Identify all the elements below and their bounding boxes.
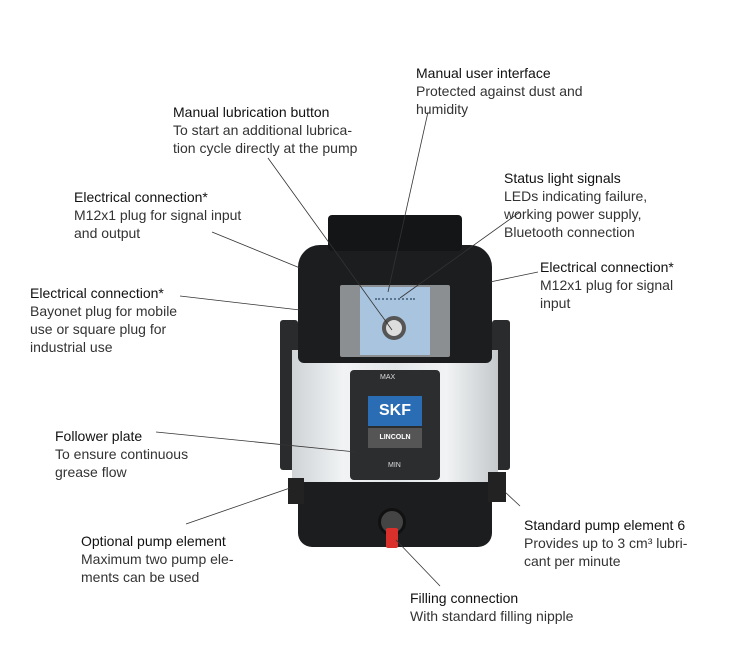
- callout-text: grease flow: [55, 464, 127, 480]
- callout-text: input: [540, 295, 571, 311]
- callout-title: Standard pump element 6: [524, 517, 686, 533]
- callout-text: To ensure continuous: [55, 446, 189, 462]
- leader-elec-top-left: [211, 231, 301, 269]
- callout-text: working power supply,: [504, 206, 642, 222]
- callout-elec-right: Electrical connection* M12x1 plug for si…: [540, 258, 674, 312]
- callout-optional-pump: Optional pump element Maximum two pump e…: [81, 532, 234, 586]
- callout-standard-pump: Standard pump element 6 Provides up to 3…: [524, 516, 687, 570]
- min-mark: MIN: [388, 462, 401, 469]
- callout-text: To start an additional lubrica-: [173, 122, 352, 138]
- callout-text: humidity: [416, 101, 469, 117]
- callout-elec-left: Electrical connection* Bayonet plug for …: [30, 284, 177, 356]
- callout-title: Electrical connection*: [540, 259, 674, 275]
- leader-optional-pump: [185, 487, 291, 525]
- callout-follower-plate: Follower plate To ensure continuous grea…: [55, 427, 188, 481]
- max-mark: MAX: [380, 374, 396, 381]
- lincoln-logo: LINCOLN: [368, 428, 422, 448]
- callout-lube-button: Manual lubrication button To start an ad…: [173, 103, 357, 157]
- skf-logo: SKF: [368, 396, 422, 426]
- callout-title: Filling connection: [410, 590, 519, 606]
- callout-title: Electrical connection*: [74, 189, 208, 205]
- pump-illustration: MAX SKF LINCOLN MIN: [280, 210, 510, 555]
- standard-pump-element: [488, 472, 506, 502]
- callout-text: With standard filling nipple: [410, 608, 574, 624]
- callout-text: tion cycle directly at the pump: [173, 140, 358, 156]
- callout-text: cant per minute: [524, 553, 621, 569]
- leader-filling: [395, 539, 441, 587]
- callout-title: Electrical connection*: [30, 285, 164, 301]
- callout-text: M12x1 plug for signal input: [74, 207, 242, 223]
- callout-text: Bluetooth connection: [504, 224, 635, 240]
- callout-title: Manual user interface: [416, 65, 551, 81]
- callout-text: use or square plug for: [30, 321, 167, 337]
- callout-text: ments can be used: [81, 569, 200, 585]
- optional-pump-port: [288, 478, 304, 504]
- leader-status: [399, 211, 521, 299]
- callout-filling-connection: Filling connection With standard filling…: [410, 589, 573, 625]
- callout-text: Bayonet plug for mobile: [30, 303, 178, 319]
- leader-standard-pump: [504, 491, 521, 507]
- top-lid: [328, 215, 462, 251]
- leader-elec-right: [489, 271, 539, 283]
- filling-nipple-cap: [386, 528, 398, 548]
- callout-text: and output: [74, 225, 141, 241]
- callout-text: Provides up to 3 cm³ lubri-: [524, 535, 688, 551]
- callout-elec-top-left: Electrical connection* M12x1 plug for si…: [74, 188, 241, 242]
- manual-lubrication-button[interactable]: [382, 316, 406, 340]
- callout-text: industrial use: [30, 339, 113, 355]
- callout-text: Maximum two pump ele-: [81, 551, 234, 567]
- status-leds: [375, 298, 415, 304]
- callout-status-lights: Status light signals LEDs indicating fai…: [504, 169, 647, 241]
- leader-lube-button: [267, 157, 393, 331]
- callout-title: Manual lubrication button: [173, 104, 330, 120]
- callout-manual-ui: Manual user interface Protected against …: [416, 64, 583, 118]
- leader-follower: [155, 431, 357, 453]
- callout-text: Protected against dust and: [416, 83, 583, 99]
- callout-title: Follower plate: [55, 428, 143, 444]
- callout-text: LEDs indicating failure,: [504, 188, 648, 204]
- leader-manual-ui: [387, 111, 429, 293]
- callout-title: Status light signals: [504, 170, 621, 186]
- leader-elec-left: [179, 295, 301, 311]
- callout-text: M12x1 plug for signal: [540, 277, 674, 293]
- callout-title: Optional pump element: [81, 533, 226, 549]
